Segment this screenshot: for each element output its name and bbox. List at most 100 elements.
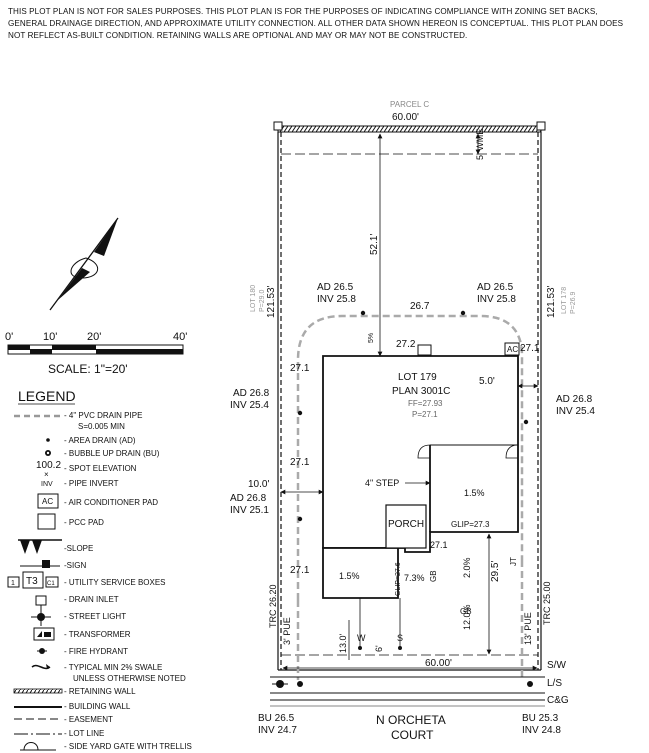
lot-plan: PARCEL C 60.00' 5' WME 52.1' LOT 180 P=2… xyxy=(230,100,595,742)
legend: LEGEND - 4" PVC DRAIN PIPE S=0.005 MIN -… xyxy=(7,388,192,751)
legend-retaining: - RETAINING WALL xyxy=(64,687,136,696)
legend-lot-line: - LOT LINE xyxy=(64,729,104,738)
garage-setback: 29.5' xyxy=(490,561,501,582)
dim-13: 13.0' xyxy=(338,633,348,653)
gb-label-2: GB xyxy=(460,607,472,616)
bu-left: BU 26.5 xyxy=(258,713,295,724)
drain-4-inv: INV 25.4 xyxy=(556,406,595,417)
porch-label: PORCH xyxy=(388,519,424,530)
pad-elevation: P=27.1 xyxy=(412,410,438,419)
legend-gate: - SIDE YARD GATE WITH TRELLIS xyxy=(64,742,192,751)
legend-transformer: - TRANSFORMER xyxy=(64,630,131,639)
top-width: 60.00' xyxy=(392,112,419,123)
drain-3-ad: AD 26.8 xyxy=(233,388,270,399)
spot-27-1-d: 27.1 xyxy=(290,565,310,576)
svg-text:×: × xyxy=(44,470,49,479)
gb-label-1: GB xyxy=(429,570,438,582)
scale-label: SCALE: 1"=20' xyxy=(48,362,128,376)
legend-box-1: 1 xyxy=(11,580,15,587)
legend-easement: - EASEMENT xyxy=(64,715,113,724)
glip-1: GLIP=27.3 xyxy=(451,520,490,529)
landscape-label: L/S xyxy=(547,678,562,689)
scale-tick-0: 0' xyxy=(5,331,13,343)
slope-1-5-a: 1.5% xyxy=(464,488,485,498)
lot-number: LOT 179 xyxy=(398,372,437,383)
ac-pad: AC xyxy=(507,345,518,354)
drain-inlet-icon xyxy=(35,595,47,606)
legend-invert: - PIPE INVERT xyxy=(64,479,119,488)
rear-retaining-wall xyxy=(277,125,542,133)
gate-icon xyxy=(23,742,39,751)
right-lot-p: P=26.9 xyxy=(570,292,577,314)
drain-1-inv: INV 25.8 xyxy=(317,294,356,305)
legend-street-light: - STREET LIGHT xyxy=(64,612,126,621)
left-lot: LOT 180 xyxy=(250,285,257,312)
right-lot: LOT 178 xyxy=(561,287,568,314)
legend-inv-symbol: INV xyxy=(41,481,53,488)
jt-label: JT xyxy=(509,557,518,566)
scale-tick-20: 20' xyxy=(87,331,101,343)
slope-7-3: 7.3% xyxy=(404,573,425,583)
legend-ac-symbol: AC xyxy=(42,497,53,506)
right-depth: 121.53' xyxy=(546,285,557,318)
left-lot-p: P=29.0 xyxy=(259,290,266,312)
slope-5: 5% xyxy=(368,333,375,343)
bottom-width: 60.00' xyxy=(425,658,452,669)
parcel-label: PARCEL C xyxy=(390,100,429,109)
legend-area-drain: - AREA DRAIN (AD) xyxy=(64,436,136,445)
drain-5-ad: AD 26.8 xyxy=(230,493,267,504)
legend-spot-value: 100.2 xyxy=(36,460,61,471)
ff-elevation: FF=27.93 xyxy=(408,399,443,408)
left-depth: 121.53' xyxy=(266,285,277,318)
spot-27-1-a: 27.1 xyxy=(520,343,540,354)
legend-utility: - UTILITY SERVICE BOXES xyxy=(64,578,166,587)
legend-sign: -SIGN xyxy=(64,561,86,570)
legend-spot: - SPOT ELEVATION xyxy=(64,464,137,473)
right-setback: 5.0' xyxy=(479,376,495,387)
curb-gutter-label: C&G xyxy=(547,695,569,706)
water-label: W xyxy=(357,633,366,643)
slope-1-5-b: 1.5% xyxy=(339,571,360,581)
sidewalk-label: S/W xyxy=(547,660,566,671)
legend-swale: - TYPICAL MIN 2% SWALE xyxy=(64,663,162,672)
legend-slope: -SLOPE xyxy=(64,544,93,553)
legend-building: - BUILDING WALL xyxy=(64,702,131,711)
pue-right: 13' PUE xyxy=(523,612,533,645)
legend-drain-inlet: - DRAIN INLET xyxy=(64,595,119,604)
bu-right: BU 25.3 xyxy=(522,713,559,724)
bu-left-inv: INV 24.7 xyxy=(258,725,297,736)
legend-box-c1: C1 xyxy=(47,581,55,587)
legend-ac: - AIR CONDITIONER PAD xyxy=(64,498,158,507)
slope-icon xyxy=(20,540,42,554)
scale-bar: 0' 10' 20' 40' SCALE: 1"=20' xyxy=(5,331,187,376)
scale-tick-40: 40' xyxy=(173,331,187,343)
street-name-1: N ORCHETA xyxy=(376,713,446,727)
legend-pcc: - PCC PAD xyxy=(64,518,104,527)
wme-label: 5' WME xyxy=(475,129,485,160)
legend-bubble-drain: - BUBBLE UP DRAIN (BU) xyxy=(64,449,160,458)
spot-26-7: 26.7 xyxy=(410,301,430,312)
dim-6: 6' xyxy=(374,645,384,652)
drain-5-inv: INV 25.1 xyxy=(230,505,269,516)
step-label: 4" STEP xyxy=(365,478,399,488)
rear-setback: 52.1' xyxy=(369,234,380,255)
glip-2: GLIP=27.6 xyxy=(395,562,402,596)
legend-hydrant: - FIRE HYDRANT xyxy=(64,647,128,656)
drain-3-inv: INV 25.4 xyxy=(230,400,269,411)
legend-pvc-sub: S=0.005 MIN xyxy=(78,422,125,431)
legend-swale-sub: UNLESS OTHERWISE NOTED xyxy=(73,674,186,683)
scale-tick-10: 10' xyxy=(43,331,57,343)
street-name-2: COURT xyxy=(391,728,434,742)
left-setback: 10.0' xyxy=(248,479,269,490)
spot-27-1-e: 27.1 xyxy=(430,540,448,550)
legend-title: LEGEND xyxy=(18,388,76,404)
legend-box-t3: T3 xyxy=(26,576,38,587)
slope-12-0: 12.0% xyxy=(462,604,472,630)
pue-left: 3' PUE xyxy=(282,617,292,645)
sign-icon xyxy=(42,560,50,568)
drain-1-ad: AD 26.5 xyxy=(317,282,354,293)
north-arrow-icon xyxy=(49,217,119,311)
spot-27-2: 27.2 xyxy=(396,339,416,350)
spot-27-1-c: 27.1 xyxy=(290,457,310,468)
